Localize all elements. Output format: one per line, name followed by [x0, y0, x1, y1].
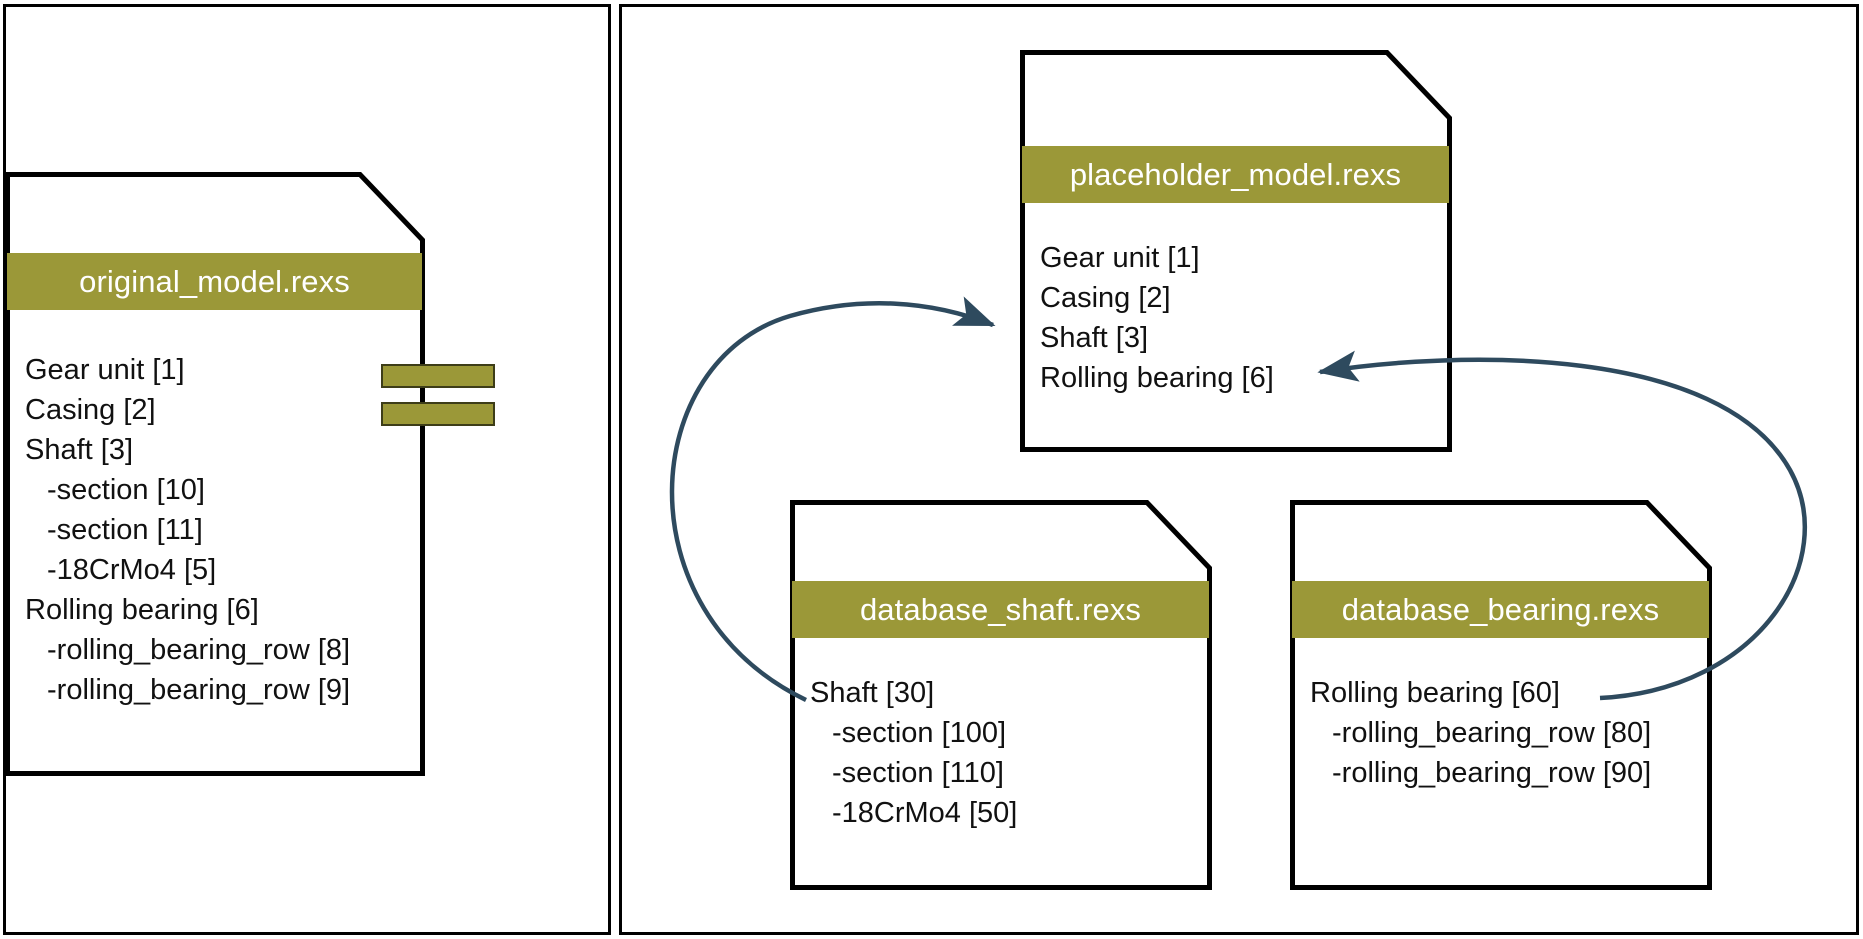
- document-title-placeholder-model: placeholder_model.rexs: [1022, 146, 1449, 203]
- document-title-original-model: original_model.rexs: [7, 253, 422, 310]
- list-item: -rolling_bearing_row [80]: [1332, 717, 1652, 749]
- document-items-database-shaft: Shaft [30] -section [100] -section [110]…: [810, 673, 1017, 833]
- document-original-model[interactable]: original_model.rexs Gear unit [1] Casing…: [5, 172, 425, 776]
- list-item: -section [11]: [47, 514, 203, 546]
- list-item: -rolling_bearing_row [90]: [1332, 757, 1652, 789]
- list-item: Shaft [3]: [25, 434, 134, 466]
- list-item: Casing [2]: [25, 394, 156, 426]
- document-items-placeholder-model: Gear unit [1] Casing [2] Shaft [3] Rolli…: [1040, 238, 1274, 398]
- list-item: Shaft [3]: [1040, 322, 1149, 354]
- list-item: Rolling bearing [60]: [1310, 677, 1560, 709]
- list-item: Casing [2]: [1040, 282, 1171, 314]
- list-item: -18CrMo4 [5]: [47, 554, 217, 586]
- document-placeholder-model[interactable]: placeholder_model.rexs Gear unit [1] Cas…: [1020, 50, 1452, 452]
- document-title-database-bearing: database_bearing.rexs: [1292, 581, 1709, 638]
- list-item: -section [110]: [832, 757, 1004, 789]
- document-database-shaft[interactable]: database_shaft.rexs Shaft [30] -section …: [790, 500, 1212, 890]
- equals-bar-bottom: [381, 402, 495, 426]
- document-items-original-model: Gear unit [1] Casing [2] Shaft [3] -sect…: [25, 350, 350, 710]
- equals-bar-top: [381, 364, 495, 388]
- list-item: -rolling_bearing_row [9]: [47, 674, 351, 706]
- equals-sign-icon: [381, 364, 495, 426]
- list-item: -section [10]: [47, 474, 205, 506]
- list-item: Rolling bearing [6]: [25, 594, 259, 626]
- list-item: Rolling bearing [6]: [1040, 362, 1274, 394]
- list-item: Shaft [30]: [810, 677, 935, 709]
- list-item: -18CrMo4 [50]: [832, 797, 1018, 829]
- list-item: -rolling_bearing_row [8]: [47, 634, 351, 666]
- document-title-database-shaft: database_shaft.rexs: [792, 581, 1209, 638]
- list-item: -section [100]: [832, 717, 1007, 749]
- list-item: Gear unit [1]: [25, 354, 185, 386]
- list-item: Gear unit [1]: [1040, 242, 1200, 274]
- document-database-bearing[interactable]: database_bearing.rexs Rolling bearing [6…: [1290, 500, 1712, 890]
- document-outline-original: [5, 172, 425, 776]
- document-items-database-bearing: Rolling bearing [60] -rolling_bearing_ro…: [1310, 673, 1651, 793]
